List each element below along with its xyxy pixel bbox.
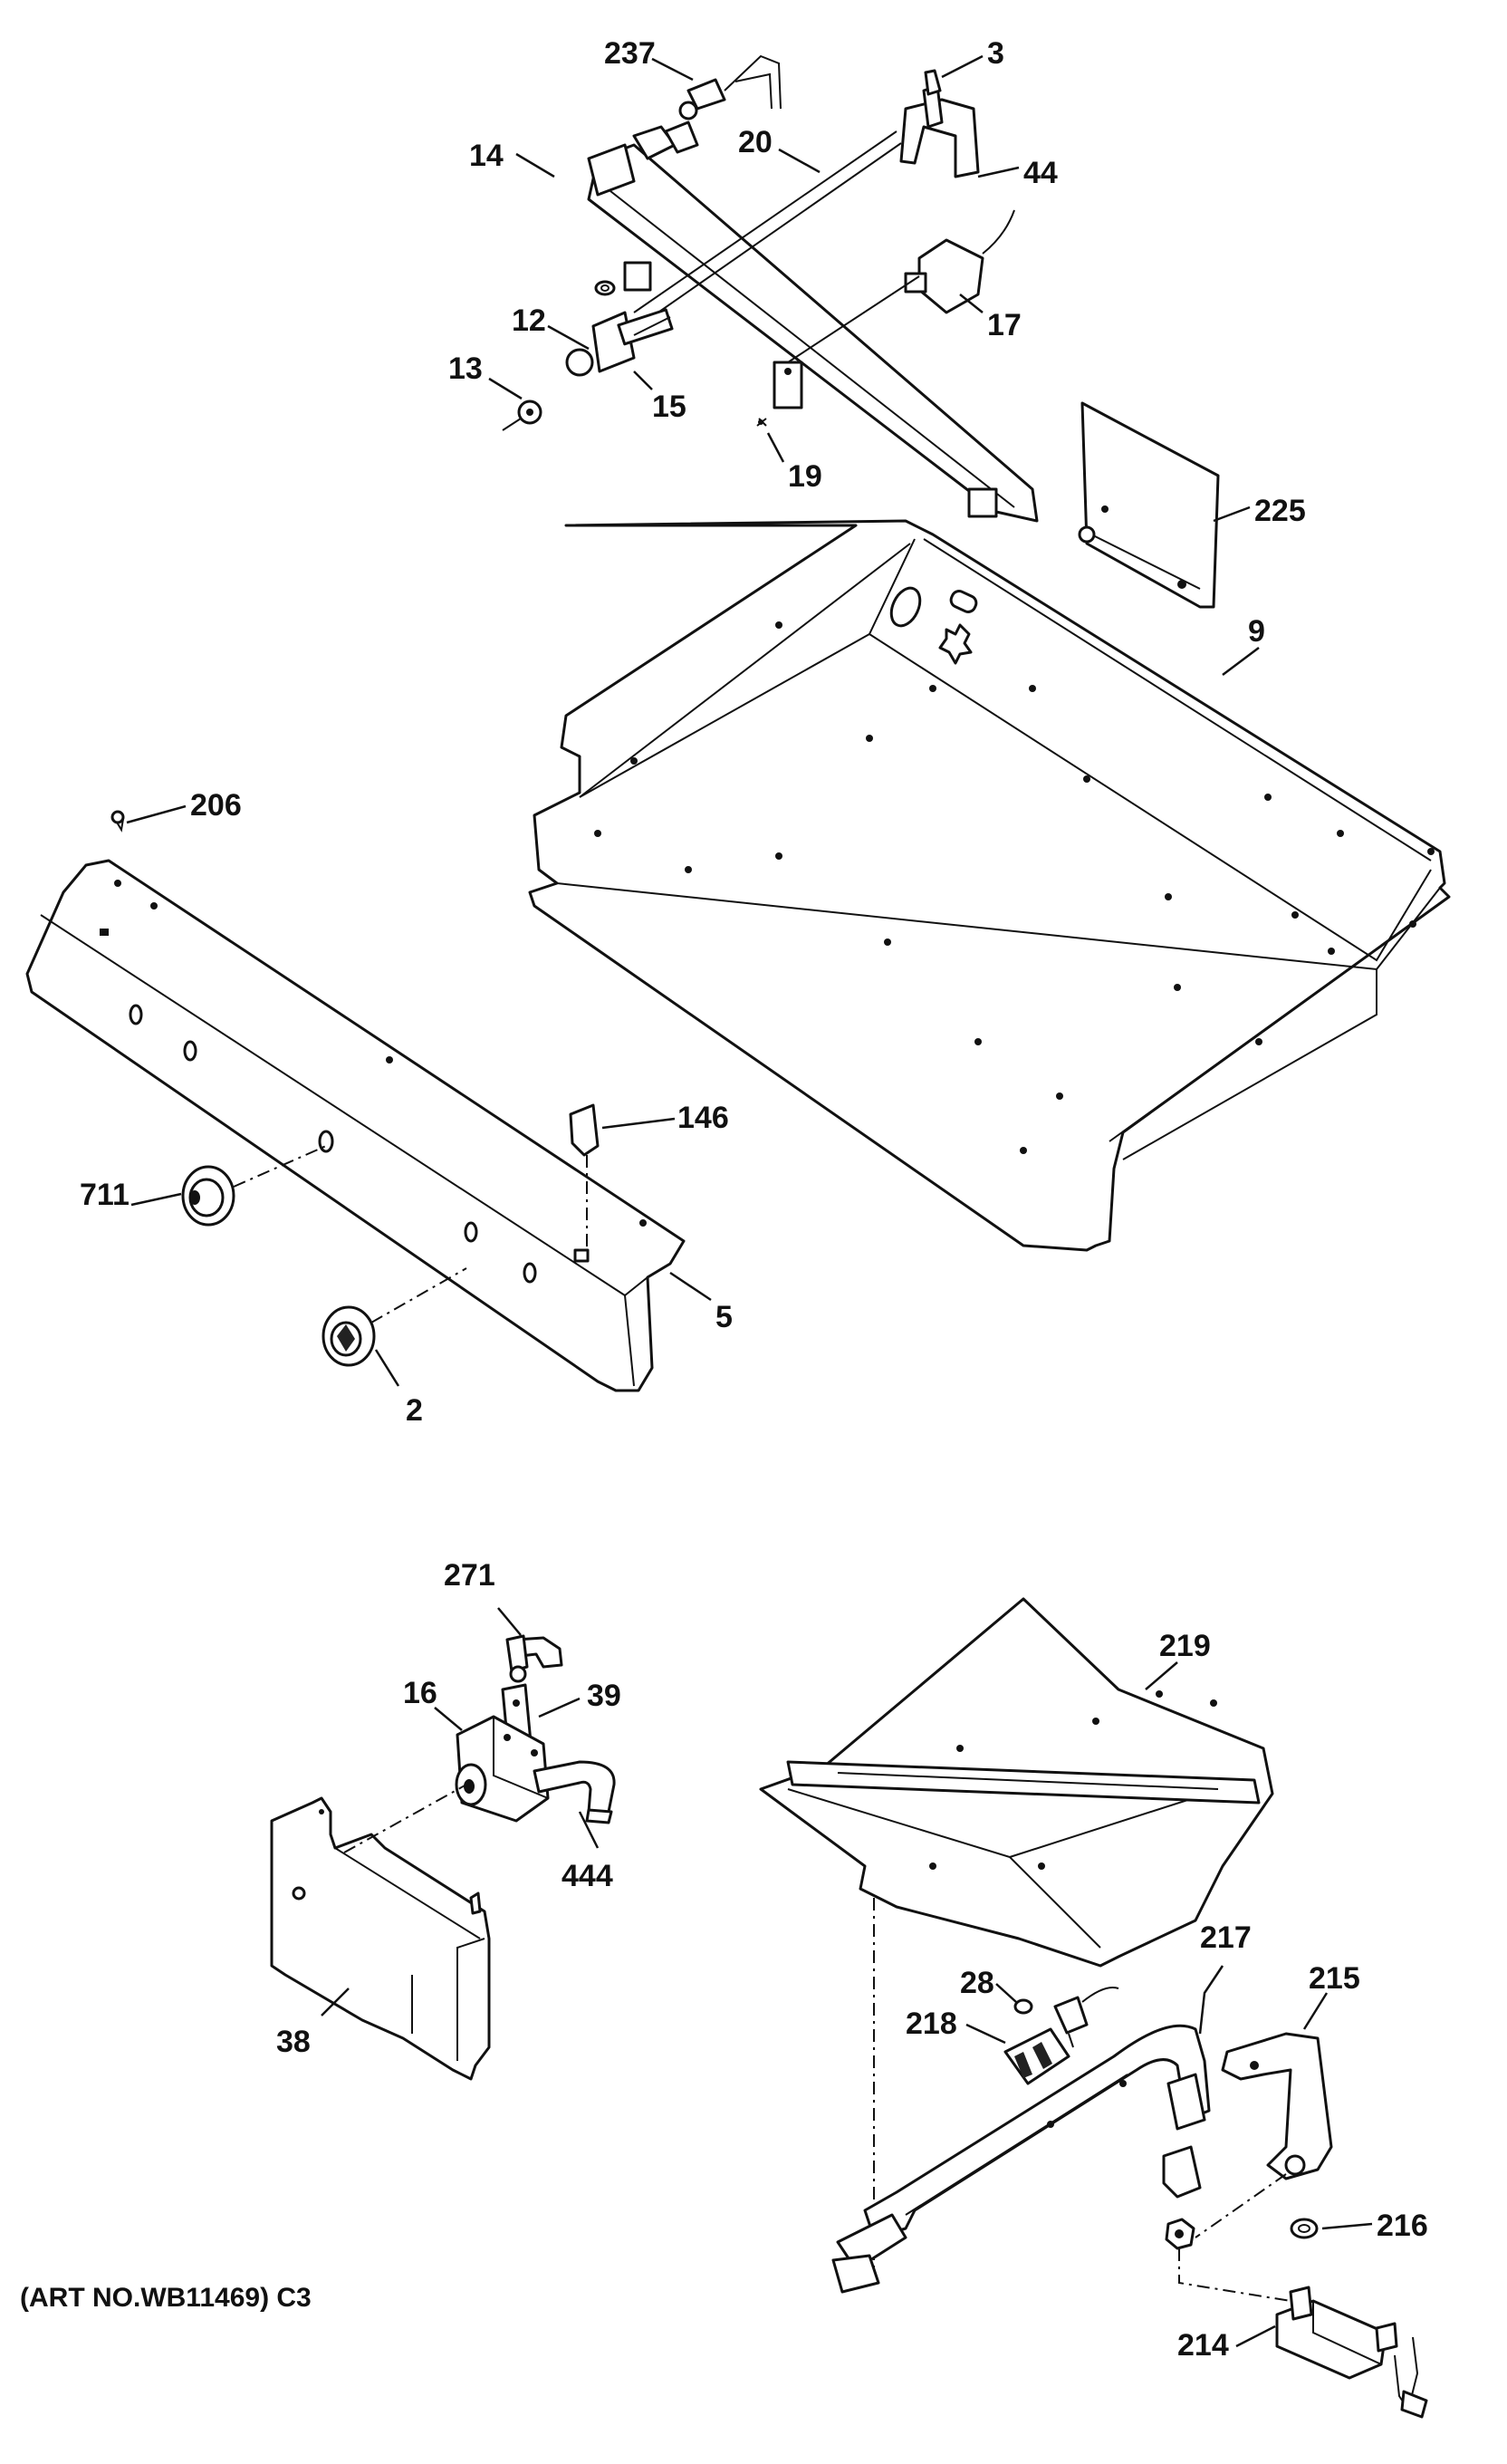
callout-206: 206 bbox=[190, 788, 242, 823]
washer-small bbox=[594, 280, 616, 296]
shield-plate-part-219 bbox=[759, 1597, 1274, 2283]
callout-17: 17 bbox=[987, 308, 1022, 342]
callout-219: 219 bbox=[1159, 1629, 1211, 1663]
callout-225: 225 bbox=[1254, 494, 1306, 528]
sleeve-part-217 bbox=[1162, 2145, 1202, 2199]
manifold-pipe-part-14 bbox=[587, 143, 1039, 523]
pilot-valve-part-16 bbox=[455, 1715, 550, 1823]
elbow-tube-part-444 bbox=[533, 1760, 616, 1824]
callout-9: 9 bbox=[1248, 614, 1265, 649]
knob-part-2 bbox=[322, 1267, 467, 1367]
callout-215: 215 bbox=[1309, 1961, 1360, 1996]
burner-box-part-9 bbox=[528, 519, 1451, 1252]
callout-218: 218 bbox=[906, 2007, 957, 2041]
callout-15: 15 bbox=[652, 390, 686, 424]
callout-711: 711 bbox=[80, 1178, 130, 1212]
callout-444: 444 bbox=[562, 1859, 613, 1893]
callout-19: 19 bbox=[788, 459, 822, 494]
callout-44: 44 bbox=[1023, 156, 1058, 190]
callout-146: 146 bbox=[677, 1101, 729, 1135]
screw-part-19 bbox=[756, 418, 767, 427]
callout-214: 214 bbox=[1177, 2328, 1229, 2363]
callout-237: 237 bbox=[604, 36, 656, 71]
callout-16: 16 bbox=[403, 1676, 437, 1710]
callout-38: 38 bbox=[276, 2025, 311, 2059]
shield-part-38 bbox=[270, 1784, 491, 2081]
valve-part-214 bbox=[1275, 2286, 1428, 2419]
callout-labels: 237 3 20 14 44 12 17 13 15 19 225 9 206 … bbox=[80, 36, 1428, 2363]
knob-part-711 bbox=[181, 1145, 327, 1227]
valve-part-12 bbox=[565, 308, 674, 377]
callout-39: 39 bbox=[587, 1679, 621, 1713]
igniter-part-218 bbox=[1003, 1987, 1119, 2085]
bracket-part-215 bbox=[1195, 2032, 1333, 2238]
callout-12: 12 bbox=[512, 303, 546, 338]
clip-part-146 bbox=[569, 1103, 600, 1250]
nut-part-216a bbox=[1165, 2218, 1291, 2302]
fitting-part-237 bbox=[632, 54, 782, 160]
leader-lines bbox=[126, 54, 1373, 2348]
washer-part-216 bbox=[1290, 2218, 1319, 2239]
callout-5: 5 bbox=[715, 1300, 733, 1334]
callout-3: 3 bbox=[987, 36, 1004, 71]
nut-part-13 bbox=[502, 399, 542, 431]
callout-2: 2 bbox=[406, 1393, 423, 1428]
pilot-bracket-part-44 bbox=[899, 69, 980, 178]
callout-13: 13 bbox=[448, 351, 483, 386]
burner-tube-part-217 bbox=[831, 2024, 1211, 2294]
callout-217: 217 bbox=[1200, 1920, 1252, 1955]
callout-20: 20 bbox=[738, 125, 773, 159]
igniter-switch-part-17 bbox=[787, 209, 1015, 363]
manifold-panel-part-5 bbox=[25, 859, 686, 1392]
callout-14: 14 bbox=[469, 139, 504, 173]
screw-part-206 bbox=[110, 810, 125, 833]
shield-part-225 bbox=[1078, 401, 1220, 609]
callout-216: 216 bbox=[1377, 2209, 1428, 2243]
washer-part-28 bbox=[1013, 1998, 1033, 2015]
callout-28: 28 bbox=[960, 1966, 994, 2000]
gas-tube-part-20 bbox=[633, 130, 902, 325]
callout-271: 271 bbox=[444, 1558, 495, 1593]
tube-part-271 bbox=[505, 1634, 563, 1683]
art-number-caption: (ART NO.WB11469) C3 bbox=[20, 2283, 312, 2313]
